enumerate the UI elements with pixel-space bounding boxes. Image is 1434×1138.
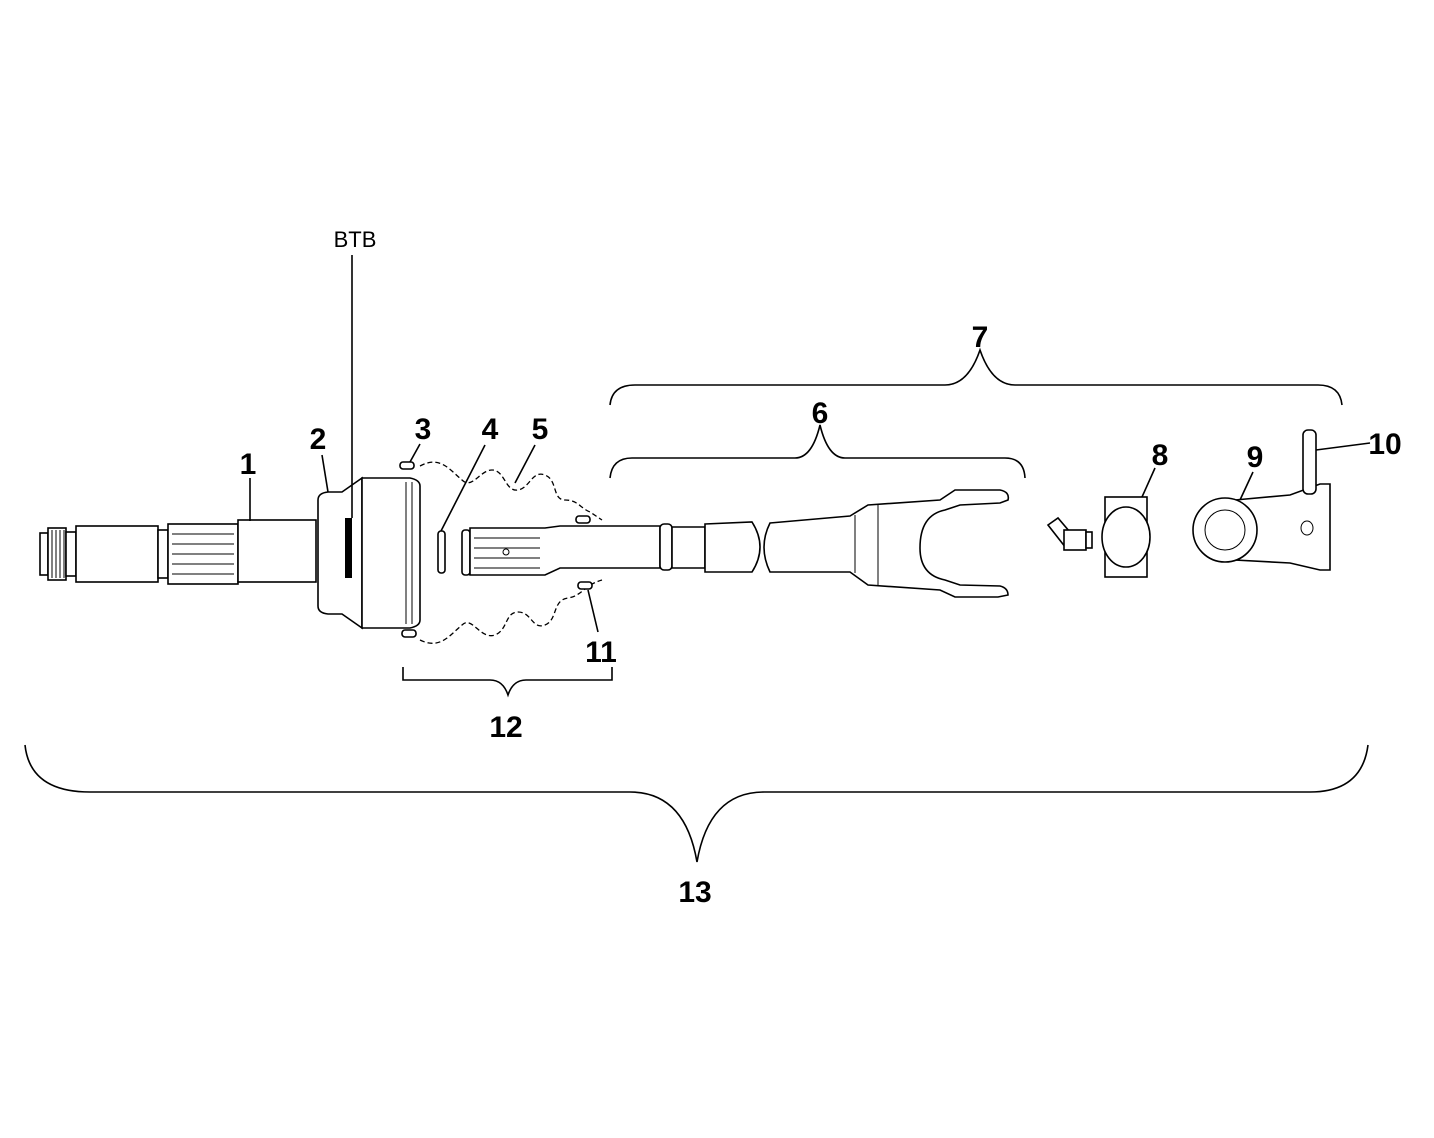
housing-slot xyxy=(345,518,352,578)
callout-5: 5 xyxy=(532,413,549,446)
brace-12 xyxy=(402,667,613,698)
brace-7 xyxy=(609,347,1343,406)
part-8-cross-kit xyxy=(1046,496,1151,578)
leader-lines xyxy=(249,442,1371,633)
callout-1: 1 xyxy=(240,448,257,481)
callout-11: 11 xyxy=(585,636,617,669)
brace-6 xyxy=(609,424,1026,479)
callout-4: 4 xyxy=(482,413,499,446)
part-6-shaft-yoke xyxy=(461,489,1010,598)
callout-2: 2 xyxy=(310,423,327,456)
callout-8: 8 xyxy=(1152,439,1169,472)
btb-label: BTB xyxy=(334,227,377,252)
part-3-boot-clamps xyxy=(399,461,591,638)
callout-7: 7 xyxy=(972,321,989,354)
callout-12: 12 xyxy=(489,711,522,744)
callout-9: 9 xyxy=(1247,441,1264,474)
part-5-boot xyxy=(419,461,603,644)
part-10-roll-pin xyxy=(1302,429,1317,495)
callout-6: 6 xyxy=(812,397,829,430)
callout-3: 3 xyxy=(415,413,432,446)
callout-13: 13 xyxy=(678,876,711,909)
part-1-stub-shaft xyxy=(39,519,317,585)
part-4-snap-ring xyxy=(437,530,446,574)
brace-13 xyxy=(24,744,1369,863)
part-11-boot-clamp xyxy=(577,581,593,590)
part-2-cv-housing xyxy=(317,476,421,630)
callout-10: 10 xyxy=(1368,428,1401,461)
part-9-yoke xyxy=(1192,483,1331,571)
